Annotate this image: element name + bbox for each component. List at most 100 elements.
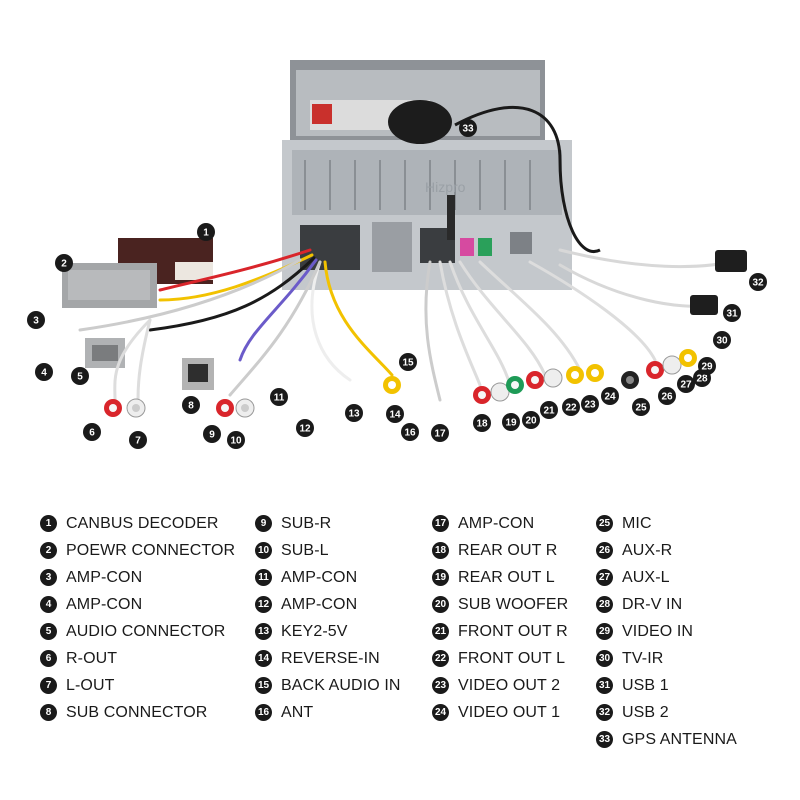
legend-number-badge: 31 bbox=[596, 677, 613, 694]
callout-33: 33 bbox=[459, 119, 477, 137]
usb-2-plug bbox=[715, 250, 747, 272]
legend-item: 2 POEWR CONNECTOR bbox=[40, 537, 235, 564]
callout-11: 11 bbox=[270, 388, 288, 406]
legend-number-badge: 5 bbox=[40, 623, 57, 640]
legend-item: 10 SUB-L bbox=[255, 537, 401, 564]
callout-1: 1 bbox=[197, 223, 215, 241]
legend-label: USB 2 bbox=[622, 703, 669, 721]
legend-item: 5 AUDIO CONNECTOR bbox=[40, 618, 235, 645]
callout-31: 31 bbox=[723, 304, 741, 322]
callout-32: 32 bbox=[749, 273, 767, 291]
wiring-diagram: Hizpro bbox=[27, 60, 767, 449]
callout-number: 6 bbox=[89, 428, 95, 439]
legend-number-badge: 6 bbox=[40, 650, 57, 667]
callout-number: 5 bbox=[77, 372, 83, 383]
callout-30: 30 bbox=[713, 331, 731, 349]
legend-label: AMP-CON bbox=[66, 595, 143, 613]
legend-label: AUDIO CONNECTOR bbox=[66, 622, 226, 640]
legend-label: AUX-L bbox=[622, 568, 670, 586]
legend-label: AMP-CON bbox=[458, 514, 535, 532]
legend-label: POEWR CONNECTOR bbox=[66, 541, 236, 559]
callout-29: 29 bbox=[698, 357, 716, 375]
legend-label: KEY2-5V bbox=[281, 622, 348, 640]
callout-number: 7 bbox=[135, 436, 141, 447]
legend-number-badge: 14 bbox=[255, 650, 272, 667]
watermark: Hizpro bbox=[425, 179, 466, 195]
legend-number-badge: 21 bbox=[432, 623, 449, 640]
callout-number: 23 bbox=[584, 400, 596, 411]
callout-number: 9 bbox=[209, 430, 215, 441]
legend-label: ANT bbox=[281, 703, 314, 721]
legend-number-badge: 1 bbox=[40, 515, 57, 532]
callout-5: 5 bbox=[71, 367, 89, 385]
legend-number-badge: 10 bbox=[255, 542, 272, 559]
callout-22: 22 bbox=[562, 398, 580, 416]
legend-number-badge: 22 bbox=[432, 650, 449, 667]
callout-18: 18 bbox=[473, 414, 491, 432]
legend-number-badge: 23 bbox=[432, 677, 449, 694]
legend-item: 29 VIDEO IN bbox=[596, 618, 737, 645]
callout-15: 15 bbox=[399, 353, 417, 371]
legend-number-badge: 27 bbox=[596, 569, 613, 586]
legend-number-badge: 24 bbox=[432, 704, 449, 721]
callout-number: 17 bbox=[434, 429, 446, 440]
callout-14: 14 bbox=[386, 405, 404, 423]
legend-label: AMP-CON bbox=[66, 568, 143, 586]
legend-number-badge: 2 bbox=[40, 542, 57, 559]
callout-number: 8 bbox=[188, 401, 194, 412]
legend-number-badge: 9 bbox=[255, 515, 272, 532]
callout-number: 19 bbox=[505, 418, 517, 429]
rca-plugs bbox=[104, 349, 697, 418]
callout-number: 24 bbox=[604, 392, 616, 403]
callout-number: 2 bbox=[61, 259, 67, 270]
legend-number-badge: 17 bbox=[432, 515, 449, 532]
power-connector bbox=[62, 263, 157, 308]
head-unit: Hizpro bbox=[282, 60, 572, 290]
legend-number-badge: 29 bbox=[596, 623, 613, 640]
legend-label: AMP-CON bbox=[281, 568, 358, 586]
legend-label: L-OUT bbox=[66, 676, 115, 694]
legend-label: VIDEO IN bbox=[622, 622, 694, 640]
callout-27: 27 bbox=[677, 375, 695, 393]
callout-number: 33 bbox=[462, 124, 474, 135]
callout-number: 25 bbox=[635, 403, 647, 414]
callout-4: 4 bbox=[35, 363, 53, 381]
legend-number-badge: 28 bbox=[596, 596, 613, 613]
callout-number: 32 bbox=[752, 278, 764, 289]
legend-label: SUB-L bbox=[281, 541, 329, 559]
legend-label: AMP-CON bbox=[281, 595, 358, 613]
callout-number: 14 bbox=[389, 410, 401, 421]
legend-number-badge: 3 bbox=[40, 569, 57, 586]
legend-label: MIC bbox=[622, 514, 652, 532]
callout-number: 12 bbox=[299, 424, 311, 435]
legend-number-badge: 32 bbox=[596, 704, 613, 721]
callout-25: 25 bbox=[632, 398, 650, 416]
callout-26: 26 bbox=[658, 387, 676, 405]
callout-8: 8 bbox=[182, 396, 200, 414]
callout-10: 10 bbox=[227, 431, 245, 449]
callout-7: 7 bbox=[129, 431, 147, 449]
callout-19: 19 bbox=[502, 413, 520, 431]
callout-number: 1 bbox=[203, 228, 209, 239]
callout-number: 10 bbox=[230, 436, 242, 447]
callout-number: 3 bbox=[33, 316, 39, 327]
